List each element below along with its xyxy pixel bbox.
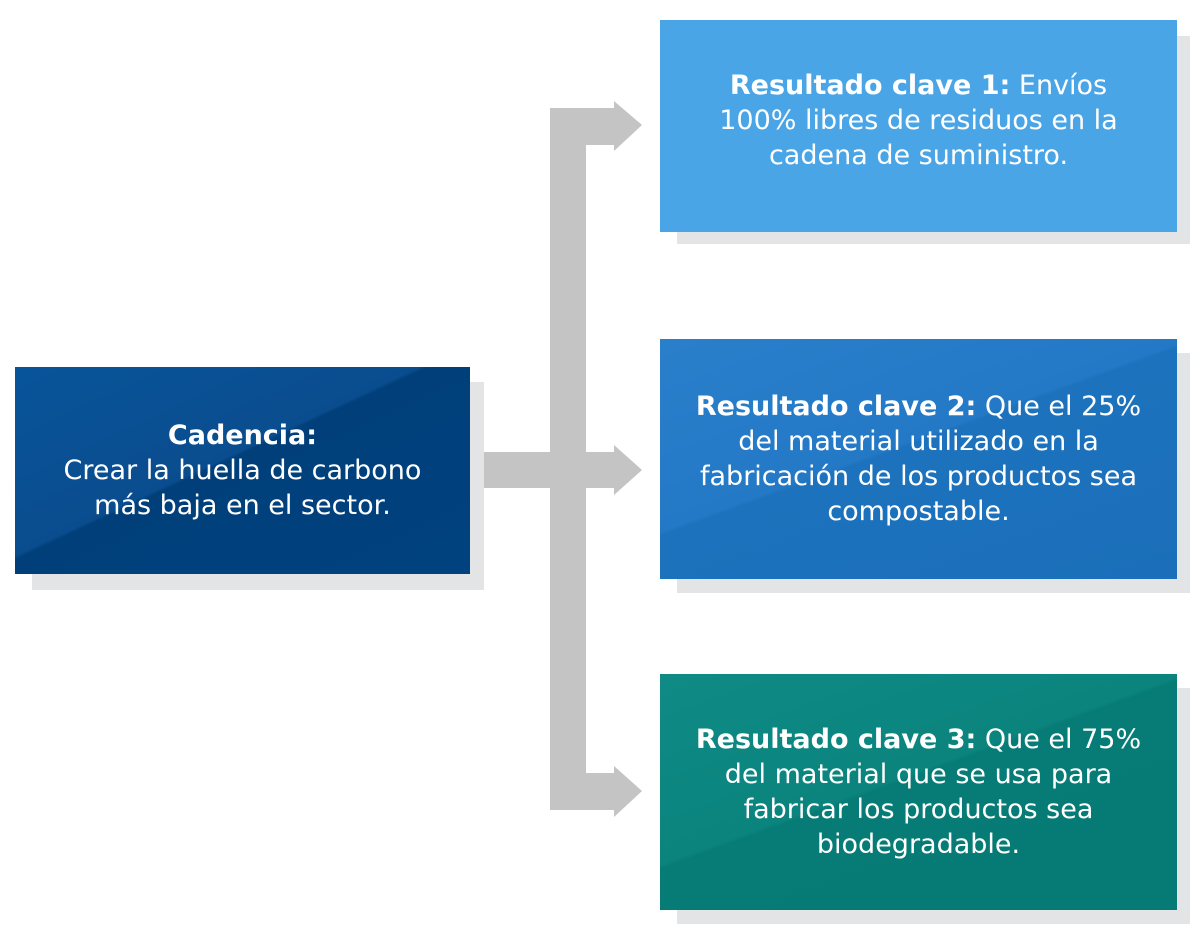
result-3-title: Resultado clave 3: xyxy=(695,724,977,755)
result-2-title: Resultado clave 2: xyxy=(695,391,977,422)
result-2-text: Que el 25% del material utilizado en la … xyxy=(700,391,1142,527)
arrow-to-result-2 xyxy=(586,445,642,495)
result-2-box: Resultado clave 2: Que el 25% del materi… xyxy=(660,339,1177,579)
source-title: Cadencia: xyxy=(167,420,318,451)
result-1-text: Envíos 100% libres de residuos en la cad… xyxy=(719,69,1118,171)
connector-trunk xyxy=(550,108,586,810)
result-1-title: Resultado clave 1: xyxy=(729,69,1011,101)
result-3-box: Resultado clave 3: Que el 75% del materi… xyxy=(660,674,1177,910)
source-box: Cadencia: Crear la huella de carbono más… xyxy=(15,367,470,574)
arrow-to-result-3 xyxy=(550,766,642,817)
result-3-text: Que el 75% del material que se usa para … xyxy=(724,724,1142,860)
result-1-box: Resultado clave 1: Envíos 100% libres de… xyxy=(660,20,1177,232)
source-text: Crear la huella de carbono más baja en e… xyxy=(63,455,422,521)
arrow-to-result-1 xyxy=(550,101,642,151)
